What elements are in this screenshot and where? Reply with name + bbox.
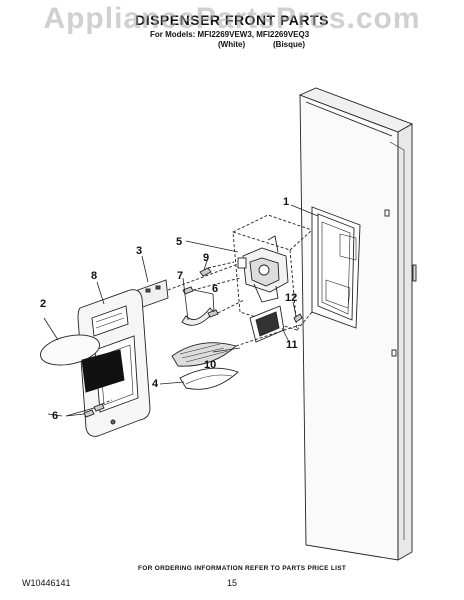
callout-8: 8 — [91, 270, 98, 282]
callout-11: 11 — [286, 339, 298, 351]
lever-paddle — [181, 307, 215, 326]
bracket — [137, 263, 239, 309]
dispenser-mechanism — [237, 235, 289, 303]
drip-grille — [171, 324, 301, 367]
callout-7: 7 — [177, 270, 184, 282]
assembly-outline — [232, 214, 313, 331]
document-number: W10446141 — [22, 578, 71, 588]
callout-5: 5 — [176, 236, 183, 248]
screw-12 — [293, 313, 303, 323]
callout-1: 1 — [283, 196, 290, 208]
callout-3: 3 — [136, 245, 143, 257]
page-number: 15 — [227, 578, 238, 588]
page-title: DISPENSER FRONT PARTS — [135, 12, 329, 28]
callout-2: 2 — [40, 298, 47, 310]
drip-tray — [179, 367, 239, 390]
console-dark-label — [81, 349, 125, 393]
callout-4: 4 — [152, 378, 159, 390]
callout-9: 9 — [203, 252, 210, 264]
screws-6-upper — [182, 277, 245, 318]
door-panel — [298, 87, 417, 561]
chute-cover — [249, 305, 285, 343]
variant-white: (White) — [218, 40, 246, 49]
oval-cover — [40, 334, 100, 366]
leader-lines — [43, 204, 319, 417]
screw-9 — [199, 261, 235, 277]
ordering-note: FOR ORDERING INFORMATION REFER TO PARTS … — [138, 565, 347, 572]
callout-12: 12 — [285, 292, 298, 304]
callout-6-upper: 6 — [212, 283, 219, 295]
callout-6-lower: 6 — [52, 410, 59, 422]
model-list: For Models: MFI2269VEW3, MFI2269VEQ3 — [150, 30, 310, 39]
screws-6-lower — [83, 399, 113, 418]
callout-10: 10 — [204, 359, 217, 371]
variant-bisque: (Bisque) — [273, 40, 305, 49]
